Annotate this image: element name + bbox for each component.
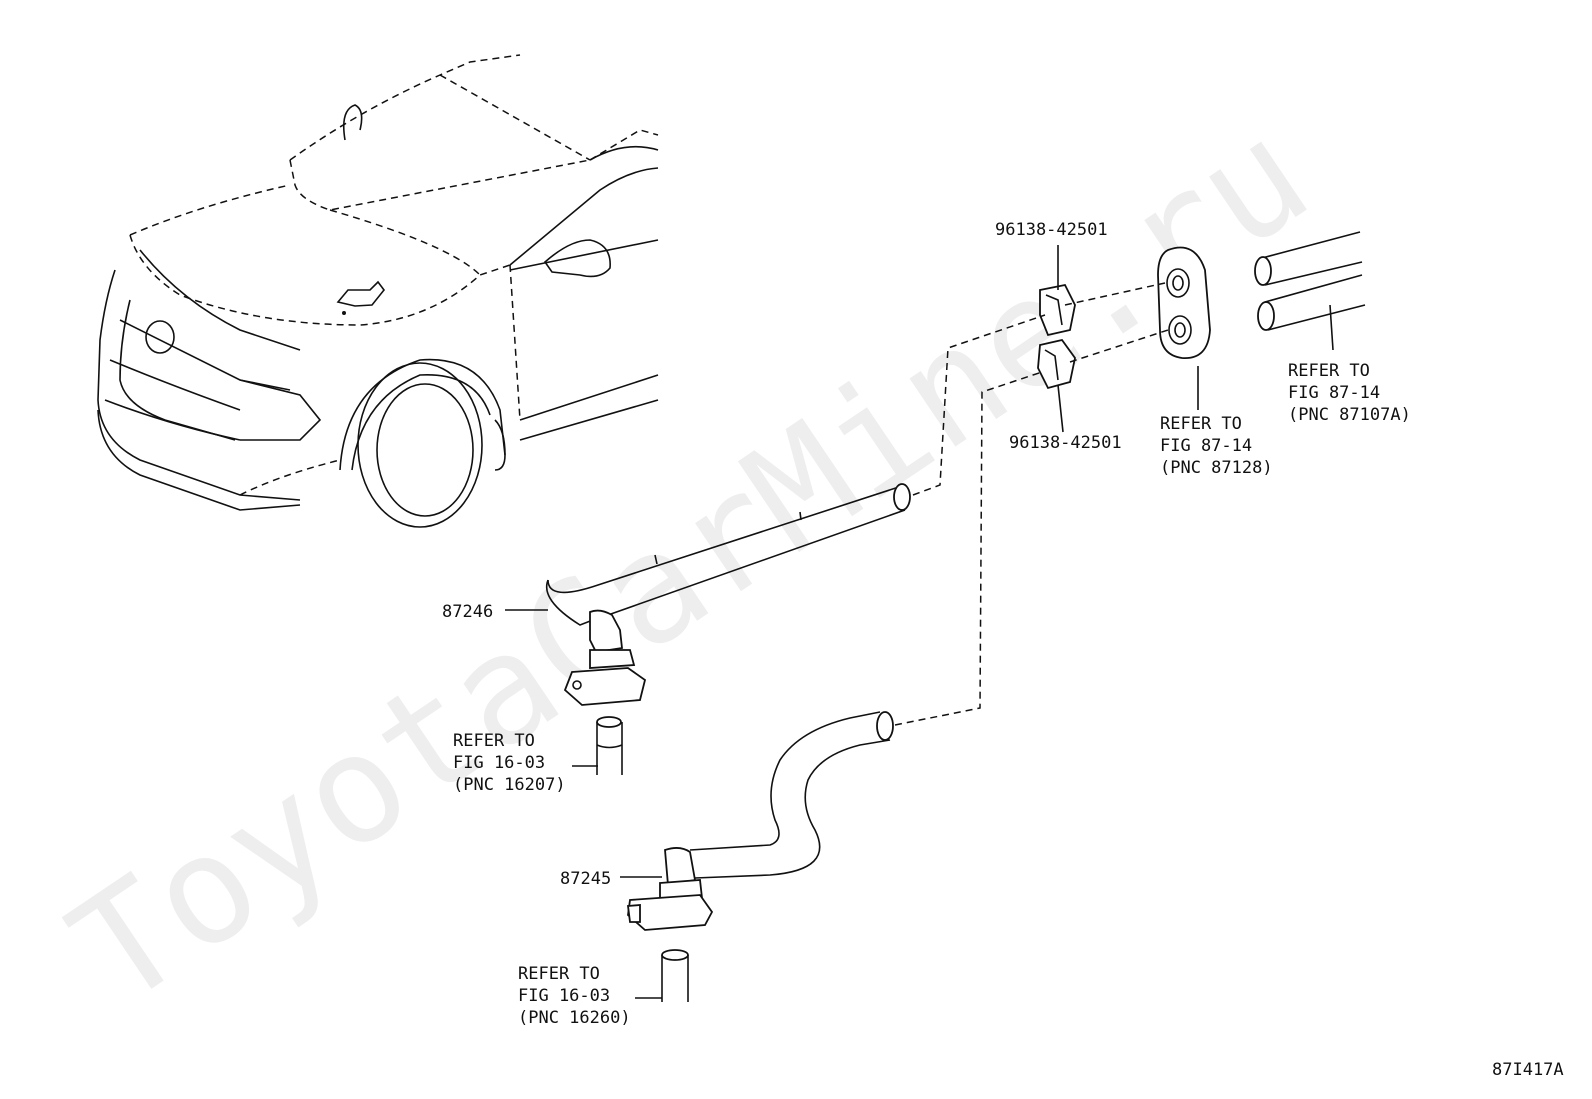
callout-hose-87245: 87245 [560,869,611,889]
svg-text:(PNC 16260): (PNC 16260) [518,1008,631,1028]
grommet [1157,246,1211,359]
svg-text:(PNC 87107A): (PNC 87107A) [1288,405,1411,425]
clamp-lower [1037,338,1076,390]
svg-text:REFER TO: REFER TO [1288,361,1370,381]
callout-pipes-ref: REFER TO FIG 87-14 (PNC 87107A) [1288,361,1411,425]
svg-text:(PNC 87128): (PNC 87128) [1160,458,1273,478]
svg-text:FIG 87-14: FIG 87-14 [1288,383,1380,403]
svg-text:REFER TO: REFER TO [518,964,600,984]
washer-hose-87246 [546,483,911,706]
washer-hose-87245 [626,711,894,931]
svg-text:FIG 16-03: FIG 16-03 [453,753,545,773]
svg-text:REFER TO: REFER TO [453,731,535,751]
engine-port-lower [661,949,689,1002]
vehicle-outline [97,54,659,528]
callout-lower-port-ref: REFER TO FIG 16-03 (PNC 16260) [518,964,631,1028]
svg-text:FIG 87-14: FIG 87-14 [1160,436,1252,456]
callout-grommet-ref: REFER TO FIG 87-14 (PNC 87128) [1160,414,1273,478]
svg-text:REFER TO: REFER TO [1160,414,1242,434]
leader-lines [505,245,1334,999]
figure-code: 87I417A [1492,1060,1564,1080]
callout-upper-port-ref: REFER TO FIG 16-03 (PNC 16207) [453,731,566,795]
callout-clamp-lower: 96138-42501 [1009,433,1122,453]
clamp-upper [1039,283,1076,337]
svg-text:FIG 16-03: FIG 16-03 [518,986,610,1006]
washer-pipes [1254,231,1366,331]
svg-text:(PNC 16207): (PNC 16207) [453,775,566,795]
callout-clamp-upper: 96138-42501 [995,220,1108,240]
engine-port-upper [596,716,623,775]
connection-lines [894,282,1169,726]
callout-hose-87246: 87246 [442,602,493,622]
